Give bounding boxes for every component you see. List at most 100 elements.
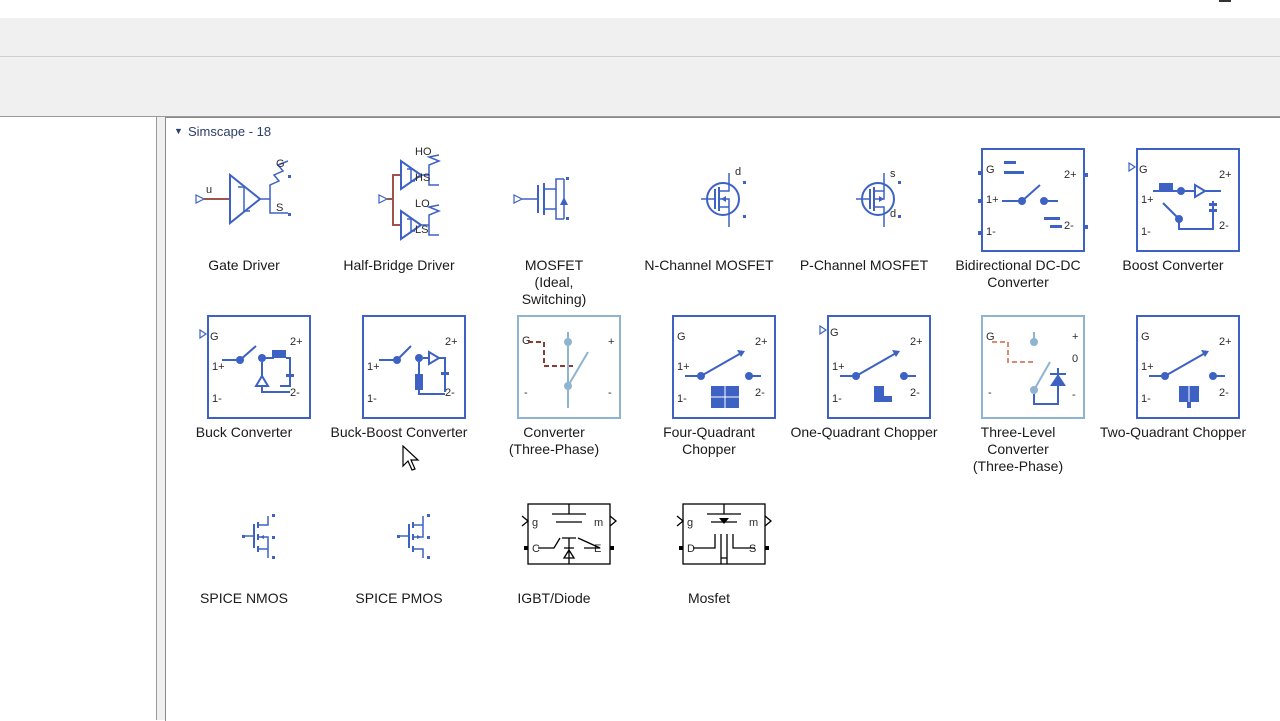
block-label: Converter (Three-Phase) (508, 424, 600, 457)
minimize-icon[interactable] (1219, 0, 1231, 2)
block-gate-driver[interactable]: u G S Gate Driver (169, 145, 319, 274)
svg-text:G: G (677, 331, 686, 343)
block-bidirectional-dc-dc[interactable]: G 1+ 1- 2+ 2- Bidirectional DC-DC Conver… (943, 145, 1093, 291)
svg-text:2-: 2- (1219, 220, 1229, 232)
svg-text:u: u (206, 184, 212, 196)
svg-text:E: E (594, 543, 601, 555)
svg-text:1+: 1+ (1141, 361, 1154, 373)
block-igbt-diode[interactable]: g m C E IGBT/Diode (479, 478, 629, 607)
buck-converter-icon: G 1+ 1- 2+ 2- (199, 315, 311, 419)
svg-text:1+: 1+ (832, 361, 845, 373)
svg-text:-: - (524, 387, 528, 399)
svg-text:1-: 1- (1141, 393, 1151, 405)
block-boost-converter[interactable]: G 1+ 1- 2+ 2- Boost Converter (1098, 145, 1248, 274)
svg-text:2+: 2+ (755, 336, 768, 348)
svg-text:2+: 2+ (1219, 169, 1232, 181)
mouse-cursor-icon (402, 445, 420, 471)
block-label: IGBT/Diode (517, 590, 591, 606)
block-label: Mosfet (687, 590, 730, 606)
svg-text:-: - (1072, 389, 1076, 401)
block-one-quadrant-chopper[interactable]: G 1+ 1- 2+ 2- One-Quadrant Chopper (789, 312, 939, 441)
svg-text:d: d (735, 166, 741, 178)
block-label: Two-Quadrant Chopper (1099, 424, 1247, 440)
section-header-simscape[interactable]: ▼ Simscape - 18 (174, 122, 271, 140)
svg-text:G: G (522, 335, 531, 347)
svg-text:HS: HS (415, 172, 430, 184)
svg-text:2-: 2- (1219, 387, 1229, 399)
block-four-quadrant-chopper[interactable]: G 1+ 1- 2+ 2- Four-Quadrant Chopper (634, 312, 784, 458)
block-converter-three-phase[interactable]: G + - - Converter (Three-Phase) (479, 312, 629, 458)
svg-text:2-: 2- (755, 387, 765, 399)
svg-text:2-: 2- (1064, 220, 1074, 232)
svg-text:2+: 2+ (1064, 169, 1077, 181)
block-spice-pmos[interactable]: SPICE PMOS (324, 478, 474, 607)
toolbar-top (0, 18, 1280, 57)
block-label: Gate Driver (208, 257, 280, 273)
section-title: Simscape - 18 (188, 123, 272, 139)
svg-text:G: G (276, 158, 285, 170)
svg-text:G: G (986, 331, 995, 343)
block-two-quadrant-chopper[interactable]: G 1+ 1- 2+ 2- Two-Quadrant Chopper (1098, 312, 1248, 441)
one-quadrant-chopper-icon: G 1+ 1- 2+ 2- (819, 315, 931, 419)
svg-text:m: m (594, 517, 603, 529)
block-p-channel-mosfet[interactable]: s d P-Channel MOSFET (789, 145, 939, 274)
block-label: Boost Converter (1122, 257, 1224, 273)
block-label: P-Channel MOSFET (799, 257, 929, 273)
svg-text:G: G (830, 327, 839, 339)
svg-text:S: S (276, 202, 283, 214)
block-mosfet-sps[interactable]: g m D S Mosfet (634, 478, 784, 607)
svg-text:2+: 2+ (1219, 336, 1232, 348)
half-bridge-driver-icon: HO HS LO LS (378, 146, 442, 241)
n-channel-mosfet-icon: d (701, 166, 746, 227)
two-quadrant-chopper-icon: G 1+ 1- 2+ 2- (1136, 315, 1240, 419)
svg-text:2+: 2+ (445, 336, 458, 348)
igbt-diode-icon: g m C E (521, 503, 618, 565)
svg-text:G: G (1141, 331, 1150, 343)
svg-text:1-: 1- (832, 393, 842, 405)
svg-text:S: S (749, 543, 756, 555)
block-spice-nmos[interactable]: SPICE NMOS (169, 478, 319, 607)
collapse-triangle-icon[interactable]: ▼ (174, 126, 183, 136)
svg-text:-: - (988, 387, 992, 399)
svg-text:1+: 1+ (677, 361, 690, 373)
block-label: SPICE PMOS (355, 590, 443, 606)
bidirectional-converter-icon: G 1+ 1- 2+ 2- (978, 148, 1088, 252)
block-label: Three-Level Converter (Three-Phase) (972, 424, 1064, 474)
svg-text:m: m (749, 517, 758, 529)
block-half-bridge-driver[interactable]: HO HS LO LS Half-Bridge Driver (324, 145, 474, 274)
svg-text:2+: 2+ (910, 336, 923, 348)
block-label: SPICE NMOS (200, 590, 288, 606)
svg-text:d: d (890, 208, 896, 220)
svg-text:1+: 1+ (986, 194, 999, 206)
library-tree-pane[interactable] (0, 117, 157, 720)
svg-text:G: G (1139, 164, 1148, 176)
svg-text:-: - (608, 387, 612, 399)
pane-splitter[interactable] (157, 117, 165, 720)
block-three-level-converter[interactable]: G + 0 - - Three-Level Converter (Three-P… (943, 312, 1093, 475)
svg-text:2-: 2- (290, 387, 300, 399)
spice-pmos-icon (397, 514, 430, 559)
gate-driver-icon: u G S (195, 158, 291, 226)
block-label: One-Quadrant Chopper (790, 424, 938, 440)
block-label: N-Channel MOSFET (644, 257, 774, 273)
svg-text:D: D (687, 543, 695, 555)
svg-text:+: + (608, 336, 614, 348)
svg-text:g: g (687, 517, 693, 529)
block-buck-converter[interactable]: G 1+ 1- 2+ 2- Buck Converter (169, 312, 319, 441)
svg-text:1+: 1+ (367, 361, 380, 373)
block-mosfet-ideal[interactable]: MOSFET (Ideal, Switching) (479, 145, 629, 308)
block-buck-boost-converter[interactable]: 1+ 1- 2+ 2- Buck-Boost Converter (324, 312, 474, 441)
spice-nmos-icon (242, 514, 275, 559)
svg-text:1-: 1- (677, 393, 687, 405)
svg-text:0: 0 (1072, 353, 1078, 365)
svg-text:s: s (890, 168, 896, 180)
block-n-channel-mosfet[interactable]: d N-Channel MOSFET (634, 145, 784, 274)
svg-text:1+: 1+ (212, 361, 225, 373)
svg-text:+: + (1072, 331, 1078, 343)
svg-text:G: G (986, 164, 995, 176)
block-label: Buck Converter (195, 424, 293, 440)
mosfet-ideal-icon (513, 177, 569, 220)
svg-text:1-: 1- (1141, 226, 1151, 238)
toolbar-secondary (0, 57, 1280, 117)
four-quadrant-chopper-icon: G 1+ 1- 2+ 2- (672, 315, 776, 419)
